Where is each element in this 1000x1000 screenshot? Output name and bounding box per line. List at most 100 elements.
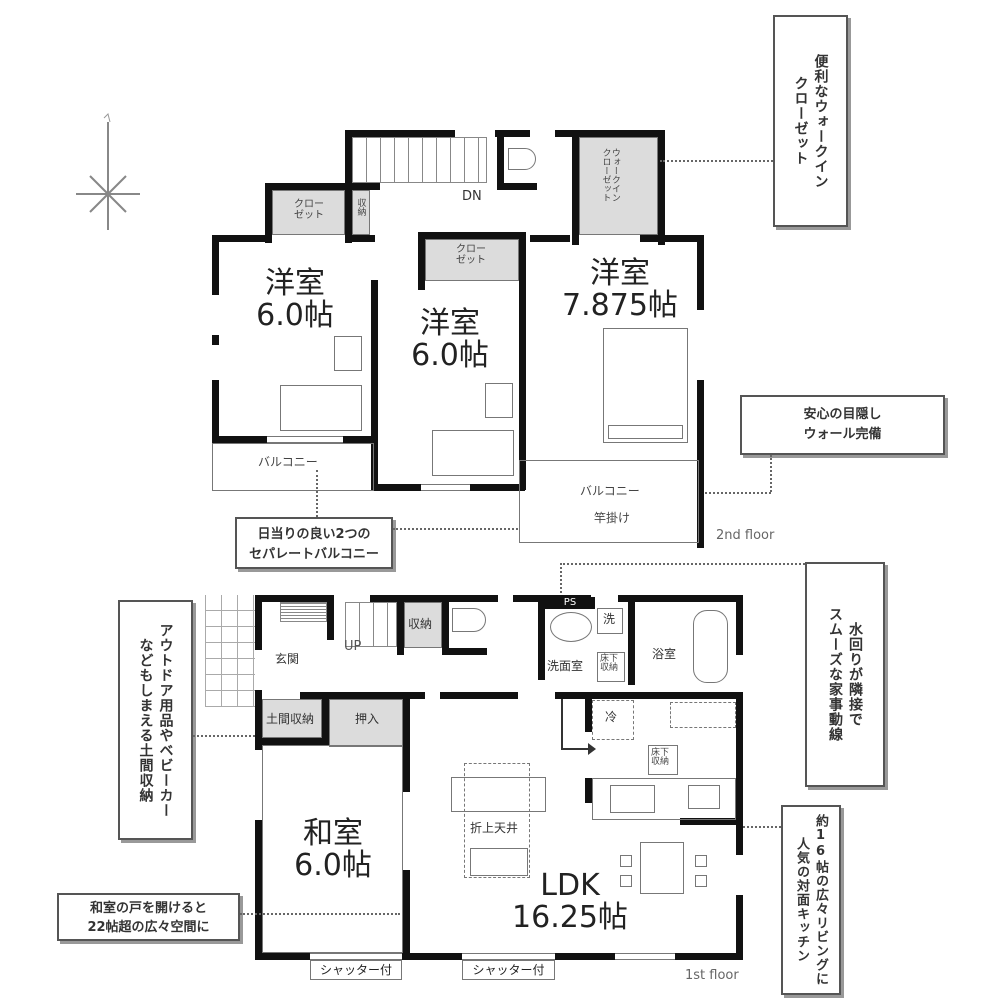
chair-icon [620, 855, 632, 867]
window [267, 436, 343, 443]
underfloor-storage-kitchen: 床下 収納 [648, 745, 678, 775]
room-size: 7.875帖 [562, 287, 678, 323]
walk-in-closet-label: ウォークイン クローゼット [600, 148, 620, 202]
closet-b-label: クロー ゼット [456, 244, 486, 266]
balcony-right-label: バルコニー [580, 484, 640, 498]
room-name: 洋室 [590, 256, 650, 291]
callout-balconies: 日当りの良い2つの セパレートバルコニー [235, 517, 393, 569]
ceiling-label: 折上天井 [470, 821, 519, 835]
stairs-up-label: UP [344, 639, 362, 654]
storage-1f-label: 収納 [408, 617, 433, 631]
raised-ceiling [464, 763, 530, 878]
balcony-right [519, 460, 699, 543]
dining-table-icon [640, 842, 684, 894]
north-compass-icon [68, 112, 148, 232]
cupboard [670, 702, 736, 728]
callout-walk-in-closet: 便利なウォークイン クローゼット [773, 15, 848, 227]
callout-leader [240, 913, 400, 915]
stove-icon [688, 785, 720, 809]
entrance-label: 玄関 [275, 652, 300, 666]
washer: 洗 [597, 608, 623, 634]
callout-leader [770, 455, 772, 492]
window [310, 953, 402, 960]
laundry-pole-label: 竿掛け [594, 511, 631, 525]
flow-arrow [561, 699, 563, 749]
chair-icon [695, 855, 707, 867]
room-name: 洋室 [265, 266, 325, 301]
callout-outdoor-storage: アウトドア用品やベビーカー などもしまえる土間収納 [118, 600, 193, 840]
staircase-1f [345, 602, 397, 647]
bathtub-icon [693, 610, 728, 683]
storage-2f [352, 190, 370, 235]
closet-b [425, 239, 519, 281]
japanese-room-label: 和室 6.0帖 [278, 818, 388, 881]
underfloor-storage-wash: 床下 収納 [597, 652, 625, 682]
ldk-label: LDK 16.25帖 [500, 870, 640, 933]
callout-leader [316, 470, 318, 517]
callout-japanese-room: 和室の戸を開けると 22帖超の広々空間に [57, 893, 240, 941]
callout-leader [560, 563, 562, 593]
callout-text: 便利なウォークイン クローゼット [792, 53, 829, 189]
balcony-left-label: バルコニー [258, 455, 318, 469]
callout-water-area: 水回りが隣接で スムーズな家事動線 [805, 562, 885, 787]
callout-leader [743, 826, 781, 828]
room-size: 6.0帖 [411, 337, 489, 373]
callout-text: アウトドア用品やベビーカー などもしまえる土間収納 [137, 622, 174, 818]
oshiire [329, 699, 403, 747]
chair-icon [695, 875, 707, 887]
bed-pillows [608, 425, 683, 439]
room-size: 6.0帖 [256, 297, 334, 333]
room-name: 洋室 [420, 306, 480, 341]
underfloor-storage-label: 床下 収納 [600, 654, 619, 674]
bed-icon [432, 430, 514, 476]
callout-leader [193, 735, 255, 737]
callout-leader [705, 492, 771, 494]
callout-text: 約16帖の広々リビングに 人気の対面キッチン [794, 814, 828, 986]
shutter-text: シャッター付 [472, 963, 545, 977]
earthen-storage [262, 699, 322, 738]
callout-kitchen: 約16帖の広々リビングに 人気の対面キッチン [781, 805, 841, 995]
room-size: 16.25帖 [512, 899, 628, 935]
room-name: 和室 [303, 816, 363, 851]
fridge: 冷 [592, 700, 634, 740]
arrow-head-icon [588, 743, 596, 755]
western-room-a-label: 洋室 6.0帖 [230, 268, 360, 331]
double-bed-icon [603, 328, 688, 443]
pipe-space-label: PS [563, 597, 577, 608]
tatami [262, 745, 403, 953]
second-floor-tag: 2nd floor [716, 528, 775, 543]
western-room-c-label: 洋室 7.875帖 [545, 258, 695, 321]
balcony-left [212, 443, 374, 491]
closet-a [272, 190, 345, 235]
callout-text: 水回りが隣接で スムーズな家事動線 [827, 607, 863, 742]
washroom-label: 洗面室 [547, 659, 584, 673]
window [462, 953, 555, 960]
porch-tiles [205, 595, 255, 707]
bath-label: 浴室 [652, 647, 677, 661]
closet-a-label: クロー ゼット [294, 199, 324, 221]
bed-icon [280, 385, 362, 431]
fridge-label: 冷 [605, 710, 618, 724]
shutter-label-2: シャッター付 [462, 960, 555, 980]
stairs-down-label: DN [462, 189, 482, 204]
coffee-table-icon [470, 848, 528, 876]
window [615, 953, 675, 960]
flow-arrow [561, 748, 591, 750]
kitchen-counter [592, 778, 736, 820]
desk-icon [334, 336, 362, 371]
washer-label: 洗 [603, 612, 616, 626]
callout-leader [393, 528, 518, 530]
callout-text: 和室の戸を開けると 22帖超の広々空間に [87, 901, 210, 935]
kitchen-sink-icon [610, 785, 655, 813]
shoe-cabinet [280, 602, 327, 622]
room-name: LDK [540, 868, 600, 903]
room-size: 6.0帖 [294, 847, 372, 883]
storage-1f [404, 602, 442, 648]
earthen-storage-label: 土間収納 [266, 712, 315, 726]
storage-2f-label: 収納 [355, 198, 366, 216]
callout-privacy-wall: 安心の目隠し ウォール完備 [740, 395, 945, 455]
pipe-space: PS [545, 597, 595, 609]
chair-icon [620, 875, 632, 887]
shutter-text: シャッター付 [319, 963, 392, 977]
window [421, 484, 470, 491]
